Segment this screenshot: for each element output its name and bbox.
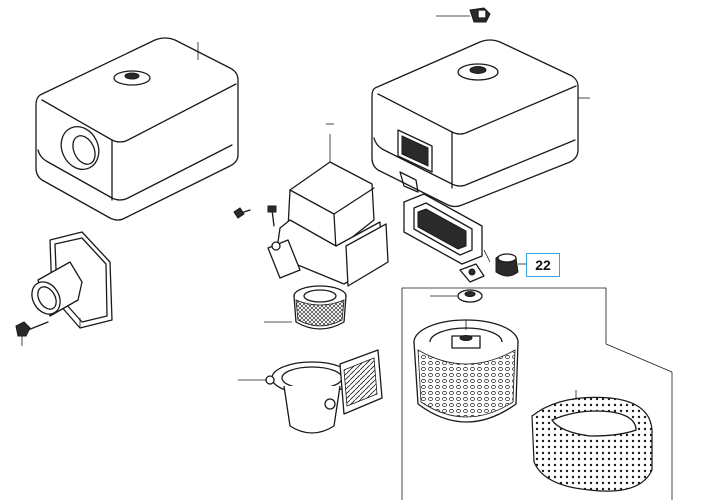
foam-filter-element	[531, 390, 653, 492]
part-number-callout[interactable]: 22	[526, 253, 560, 277]
center-cleaner-base	[238, 349, 383, 434]
center-pre-filter	[264, 285, 347, 330]
center-screws	[233, 205, 277, 227]
center-elbow-housing	[267, 123, 389, 287]
right-air-cleaner-cover	[371, 39, 590, 208]
part-number-label: 22	[535, 257, 551, 273]
top-clip	[436, 7, 491, 23]
left-air-cleaner-cover	[35, 37, 239, 221]
left-intake-elbow	[31, 231, 113, 329]
washer-small	[459, 249, 491, 283]
grommet	[430, 289, 483, 303]
filter-set-bracket	[401, 287, 673, 500]
paper-filter-element	[413, 319, 519, 423]
gasket	[403, 193, 483, 265]
left-bolt	[15, 321, 49, 346]
wing-nut	[495, 253, 526, 277]
